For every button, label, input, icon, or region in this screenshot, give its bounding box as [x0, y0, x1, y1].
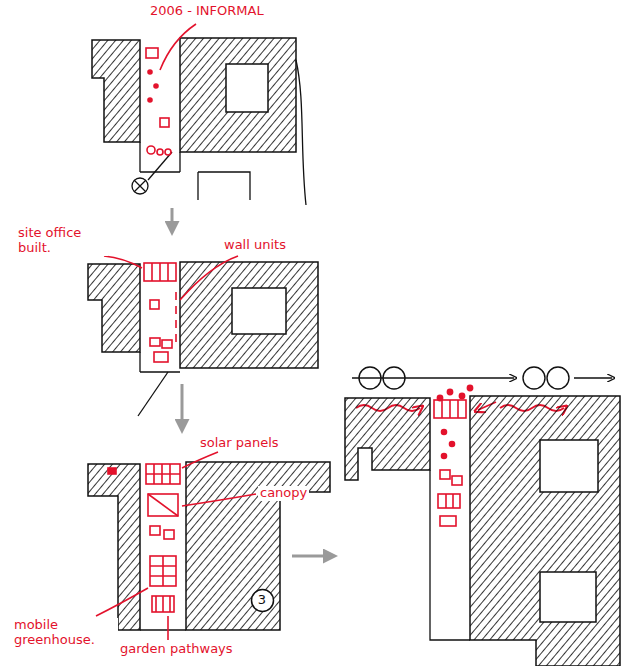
alley-edge	[138, 352, 180, 416]
building-mass	[345, 396, 620, 666]
panel-heading: 2006 - INFORMAL	[148, 4, 266, 19]
circle-outline	[251, 589, 273, 611]
alley-programme	[148, 494, 178, 516]
alley-edge	[140, 142, 180, 172]
informal-use	[154, 84, 158, 88]
callout-number: 3	[258, 593, 266, 607]
informal-use	[148, 70, 152, 74]
alley-programme	[442, 430, 447, 435]
callout-circle: 3	[250, 588, 275, 613]
building-mass	[186, 462, 330, 630]
building-mass	[88, 464, 140, 630]
alley-programme	[150, 556, 176, 586]
alley-programme	[156, 596, 170, 612]
annotation: wall units	[222, 238, 288, 253]
street-activity	[460, 394, 465, 399]
alley-programme	[442, 454, 447, 459]
alley-programme	[146, 464, 180, 484]
alley-programme	[150, 556, 176, 586]
pedestrian-flow	[352, 367, 612, 389]
building-mass	[180, 262, 318, 368]
alley-edge	[132, 178, 148, 194]
site-office	[154, 352, 168, 362]
alley-programme	[150, 526, 160, 535]
sequence-arrow	[292, 555, 332, 558]
informal-use	[147, 146, 155, 154]
alley-programme	[182, 452, 218, 468]
building-mass	[345, 398, 430, 480]
alley-programme	[438, 494, 460, 508]
building-mass	[470, 396, 620, 666]
alley-programme	[96, 452, 256, 640]
alley-edge	[132, 60, 306, 205]
alley-programme	[146, 464, 180, 484]
pedestrian-flow	[523, 367, 545, 389]
building-mass	[88, 462, 330, 630]
informal-use	[160, 118, 169, 127]
site-office	[104, 256, 142, 268]
alley-programme	[167, 616, 169, 640]
alley-edge	[140, 352, 180, 372]
alley-programme	[108, 468, 116, 474]
site-office	[104, 256, 238, 362]
annotation: garden pathways	[118, 642, 235, 657]
alley-programme	[96, 588, 148, 616]
sequence-arrow	[171, 208, 174, 230]
annotation: mobile greenhouse.	[12, 618, 118, 648]
alley-edge	[148, 152, 172, 180]
building-mass	[180, 38, 296, 152]
alley-programme	[450, 442, 455, 447]
pedestrian-flow	[352, 377, 514, 378]
alley-edge	[140, 629, 186, 630]
informal-use	[165, 149, 171, 155]
alley-programme	[182, 494, 256, 506]
alley-edge	[430, 470, 470, 640]
alley-edge	[134, 180, 146, 192]
informal-use	[160, 24, 196, 70]
pedestrian-flow	[574, 377, 612, 378]
site-office	[150, 338, 160, 346]
alley-edge	[198, 172, 250, 200]
alley-programme	[164, 530, 174, 539]
sequence-arrow	[181, 384, 184, 428]
site-office	[150, 300, 159, 309]
alley-edge	[296, 60, 306, 205]
site-office	[152, 263, 168, 281]
building-mass	[92, 40, 140, 142]
annotation: site office built.	[16, 226, 108, 256]
alley-programme	[446, 494, 453, 508]
site-office	[144, 263, 176, 281]
pedestrian-flow	[547, 367, 569, 389]
informal-use	[146, 48, 158, 58]
alley-programme	[452, 476, 462, 485]
site-office	[175, 292, 177, 342]
alley-programme	[148, 494, 178, 516]
alley-programme	[440, 516, 456, 526]
alley-edge	[138, 372, 168, 416]
alley-programme	[440, 470, 450, 479]
alley-edge	[430, 470, 470, 640]
annotation: canopy	[258, 486, 309, 501]
annotation: solar panels	[198, 436, 281, 451]
site-office	[180, 256, 238, 300]
building-mass	[88, 264, 140, 352]
alley-programme	[152, 596, 174, 612]
informal-use	[157, 149, 163, 155]
site-office	[162, 340, 172, 348]
alley-programme	[434, 400, 466, 418]
alley-programme	[434, 400, 466, 526]
street-activity	[448, 390, 453, 395]
street-activity	[468, 386, 473, 391]
informal-use	[148, 98, 152, 102]
informal-use	[146, 24, 196, 155]
building-mass	[92, 38, 296, 152]
alley-edge	[140, 629, 186, 630]
alley-programme	[442, 400, 458, 418]
